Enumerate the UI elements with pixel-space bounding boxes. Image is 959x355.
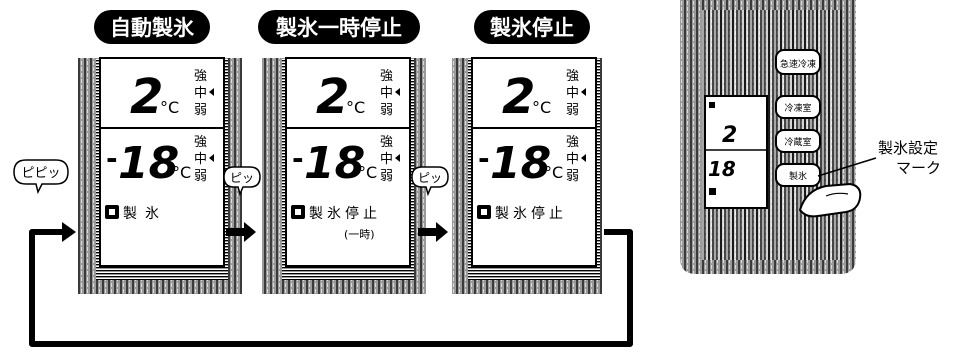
status-char: 製 <box>495 206 509 222</box>
freezer-level-mid: 中 <box>194 152 207 167</box>
fridge-temp-unit: °C <box>160 98 179 117</box>
panel-button-freezer[interactable]: 冷凍室 <box>775 95 821 119</box>
status-char: 氷 <box>145 206 159 222</box>
beep-bubble-3: ピッ <box>411 166 449 197</box>
fridge-temp-unit: °C <box>346 98 365 117</box>
mode-title: 自動製氷 <box>110 16 195 40</box>
callout-label-line2: マーク <box>896 159 941 177</box>
callout-line <box>817 157 877 177</box>
fridge-level-indicator-icon <box>395 88 400 96</box>
fridge-level-mid: 中 <box>194 86 207 101</box>
mode-title-pill: 製氷一時停止 <box>258 10 420 44</box>
arrow-right-icon <box>226 222 256 242</box>
fridge-level-weak: 弱 <box>194 103 207 118</box>
mode-panel-auto: 自動製氷 2 °C 強 中 弱 - 18 °C 強 中 弱 製 氷 <box>78 10 242 294</box>
status-char: 製 <box>309 206 323 222</box>
lcd-display <box>471 57 597 267</box>
beep-label: ピピッ <box>21 166 60 181</box>
panel-button-quick-freeze[interactable]: 急速冷凍 <box>775 49 821 75</box>
beep-label: ピッ <box>418 171 442 185</box>
button-label: 急速冷凍 <box>780 58 816 70</box>
mode-title-pill: 自動製氷 <box>94 10 210 44</box>
ice-mark-icon <box>477 205 491 219</box>
freezer-temp-unit: °C <box>172 163 191 182</box>
status-subtext: (一時) <box>344 228 375 241</box>
fridge-temp-digit: 2 <box>502 69 535 125</box>
fridge-temp-digit: 2 <box>316 69 349 125</box>
control-panel-photo: 2 18 急速冷凍 冷凍室 冷蔵室 製氷 <box>680 0 862 274</box>
freezer-level-strong: 強 <box>194 135 207 150</box>
freezer-temp-unit: °C <box>544 163 563 182</box>
freezer-temp-digits: 18 <box>118 138 179 189</box>
freezer-level-strong: 強 <box>566 135 579 150</box>
fridge-level-mid: 中 <box>380 86 393 101</box>
loop-back-line <box>29 229 633 347</box>
fridge-temp-digit: 2 <box>130 69 163 125</box>
mode-panel-temporary-stop: 製氷一時停止 2 °C 強 中 弱 - 18 °C 強 中 弱 製 氷 停 止 … <box>258 10 426 294</box>
fridge-level-weak: 弱 <box>380 103 393 118</box>
fridge-level-strong: 強 <box>566 69 579 84</box>
button-label: 製氷 <box>789 170 807 182</box>
freezer-temp-digits: 18 <box>490 138 551 189</box>
arrow-right-icon <box>62 222 76 242</box>
fridge-level-strong: 強 <box>380 69 393 84</box>
fridge-temp-unit: °C <box>532 98 551 117</box>
callout-label-line1: 製氷設定 <box>878 139 938 157</box>
fridge-level-indicator-icon <box>581 88 586 96</box>
beep-bubble-1: ピピッ <box>13 159 69 195</box>
beep-label: ピッ <box>230 171 254 185</box>
mini-freezer-temp: 18 <box>708 157 736 181</box>
status-char: 製 <box>123 206 137 222</box>
freezer-level-indicator-icon <box>581 154 586 162</box>
status-char: 止 <box>363 206 377 222</box>
fridge-level-indicator-icon <box>209 88 214 96</box>
beep-bubble-2: ピッ <box>223 166 261 197</box>
status-char: 停 <box>531 205 545 222</box>
panel-button-ice[interactable]: 製氷 <box>775 163 821 187</box>
status-char: 氷 <box>327 206 341 222</box>
freezer-temp-digits: 18 <box>304 138 365 189</box>
lcd-display <box>99 57 225 267</box>
freezer-level-strong: 強 <box>380 135 393 150</box>
freezer-level-weak: 弱 <box>566 169 579 184</box>
freezer-level-indicator-icon <box>395 154 400 162</box>
panel-button-fridge[interactable]: 冷蔵室 <box>775 129 821 153</box>
status-char: 氷 <box>513 206 527 222</box>
freezer-sign: - <box>292 142 304 175</box>
freezer-level-indicator-icon <box>209 154 214 162</box>
freezer-level-weak: 弱 <box>194 169 207 184</box>
pressing-finger-icon <box>798 182 862 218</box>
status-char: 止 <box>549 206 563 222</box>
mode-title: 製氷一時停止 <box>275 16 402 40</box>
freezer-sign: - <box>478 142 490 175</box>
fridge-level-weak: 弱 <box>566 103 579 118</box>
freezer-level-weak: 弱 <box>380 169 393 184</box>
freezer-level-mid: 中 <box>566 152 579 167</box>
lcd-display <box>285 57 411 267</box>
mode-title-pill: 製氷停止 <box>474 10 590 44</box>
mode-panel-stop: 製氷停止 2 °C 強 中 弱 - 18 °C 強 中 弱 製 氷 停 止 <box>452 10 602 294</box>
freezer-sign: - <box>106 142 118 175</box>
mini-fridge-temp: 2 <box>722 123 737 148</box>
fridge-level-strong: 強 <box>194 69 207 84</box>
mode-title: 製氷停止 <box>489 16 574 40</box>
freezer-level-mid: 中 <box>380 152 393 167</box>
freezer-temp-unit: °C <box>358 163 377 182</box>
button-label: 冷蔵室 <box>784 136 811 148</box>
fridge-level-mid: 中 <box>566 86 579 101</box>
button-label: 冷凍室 <box>784 102 811 114</box>
ice-mark-icon <box>105 205 119 219</box>
arrow-right-icon <box>418 222 448 242</box>
ice-mark-icon <box>291 205 305 219</box>
status-char: 停 <box>345 205 359 222</box>
